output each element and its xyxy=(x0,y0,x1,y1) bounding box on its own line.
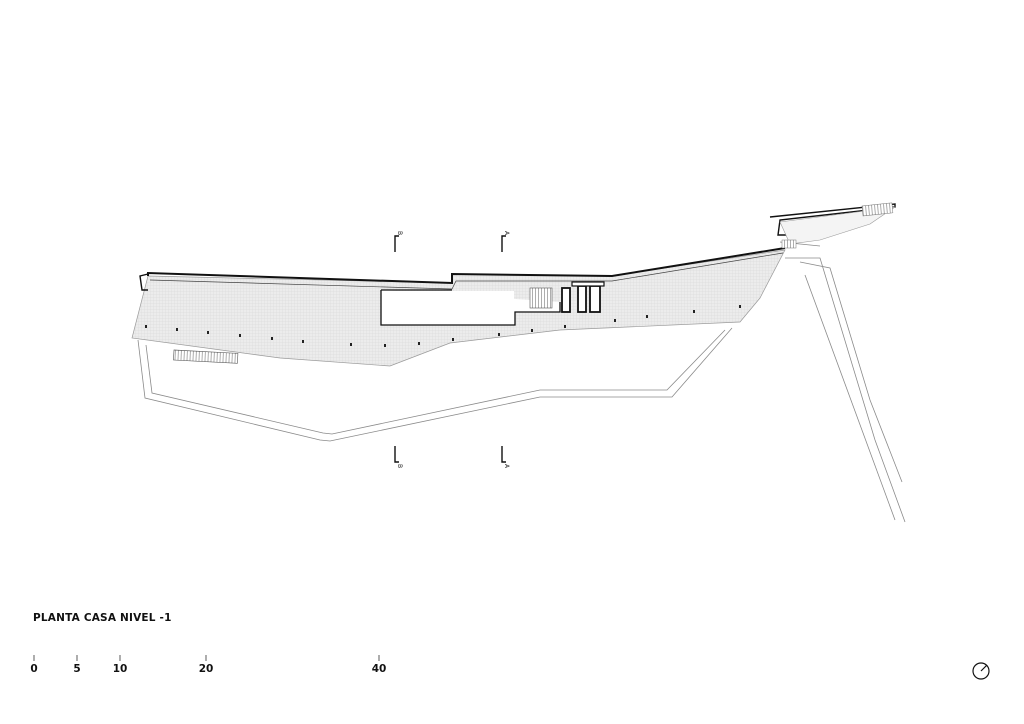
cantilever-small-stair xyxy=(781,239,797,249)
interior-room-fill xyxy=(382,291,514,324)
scale-label-40: 40 xyxy=(371,663,387,675)
west-external-stair xyxy=(173,349,239,364)
scale-label-10: 10 xyxy=(112,663,128,675)
column xyxy=(350,343,352,346)
core-2 xyxy=(577,285,587,313)
column xyxy=(564,325,566,328)
column xyxy=(207,331,209,334)
column xyxy=(302,340,304,343)
scale-label-5: 5 xyxy=(73,663,81,675)
column xyxy=(614,319,616,322)
cliff-line-2 xyxy=(799,261,903,483)
drawing-title: PLANTA CASA NIVEL -1 xyxy=(33,612,172,624)
column xyxy=(739,305,741,308)
west-wall xyxy=(139,273,149,291)
section-marker-b-top xyxy=(394,235,399,252)
core-1 xyxy=(561,287,571,313)
columns xyxy=(145,305,741,347)
column xyxy=(145,325,147,328)
internal-stair xyxy=(529,287,553,309)
column xyxy=(384,344,386,347)
section-marker-a-bottom xyxy=(501,446,506,463)
column xyxy=(452,338,454,341)
column xyxy=(531,329,533,332)
column xyxy=(498,333,500,336)
column xyxy=(176,328,178,331)
section-marker-a-top xyxy=(501,235,506,252)
section-label-a-bottom: A xyxy=(503,463,511,469)
north-wall xyxy=(147,247,786,285)
terrain-outline-inner xyxy=(145,329,726,435)
column xyxy=(418,342,420,345)
cliff-line-1 xyxy=(785,257,906,523)
north-arrow-icon xyxy=(972,662,990,680)
north-wall-inner xyxy=(149,252,784,290)
section-label-a-top: A xyxy=(503,230,511,236)
section-marker-b-bottom xyxy=(394,446,399,463)
section-label-b-bottom: B xyxy=(396,463,404,469)
column xyxy=(693,310,695,313)
column xyxy=(646,315,648,318)
scale-label-0: 0 xyxy=(30,663,38,675)
terrain-outline-outer xyxy=(137,327,733,442)
column xyxy=(239,334,241,337)
cliff-line-3 xyxy=(804,274,896,521)
core-4 xyxy=(571,281,605,287)
section-label-b-top: B xyxy=(396,230,404,236)
column xyxy=(271,337,273,340)
cantilever-stair xyxy=(861,202,894,217)
scale-label-20: 20 xyxy=(198,663,214,675)
core-3 xyxy=(589,285,601,313)
scale-bar xyxy=(33,655,380,661)
